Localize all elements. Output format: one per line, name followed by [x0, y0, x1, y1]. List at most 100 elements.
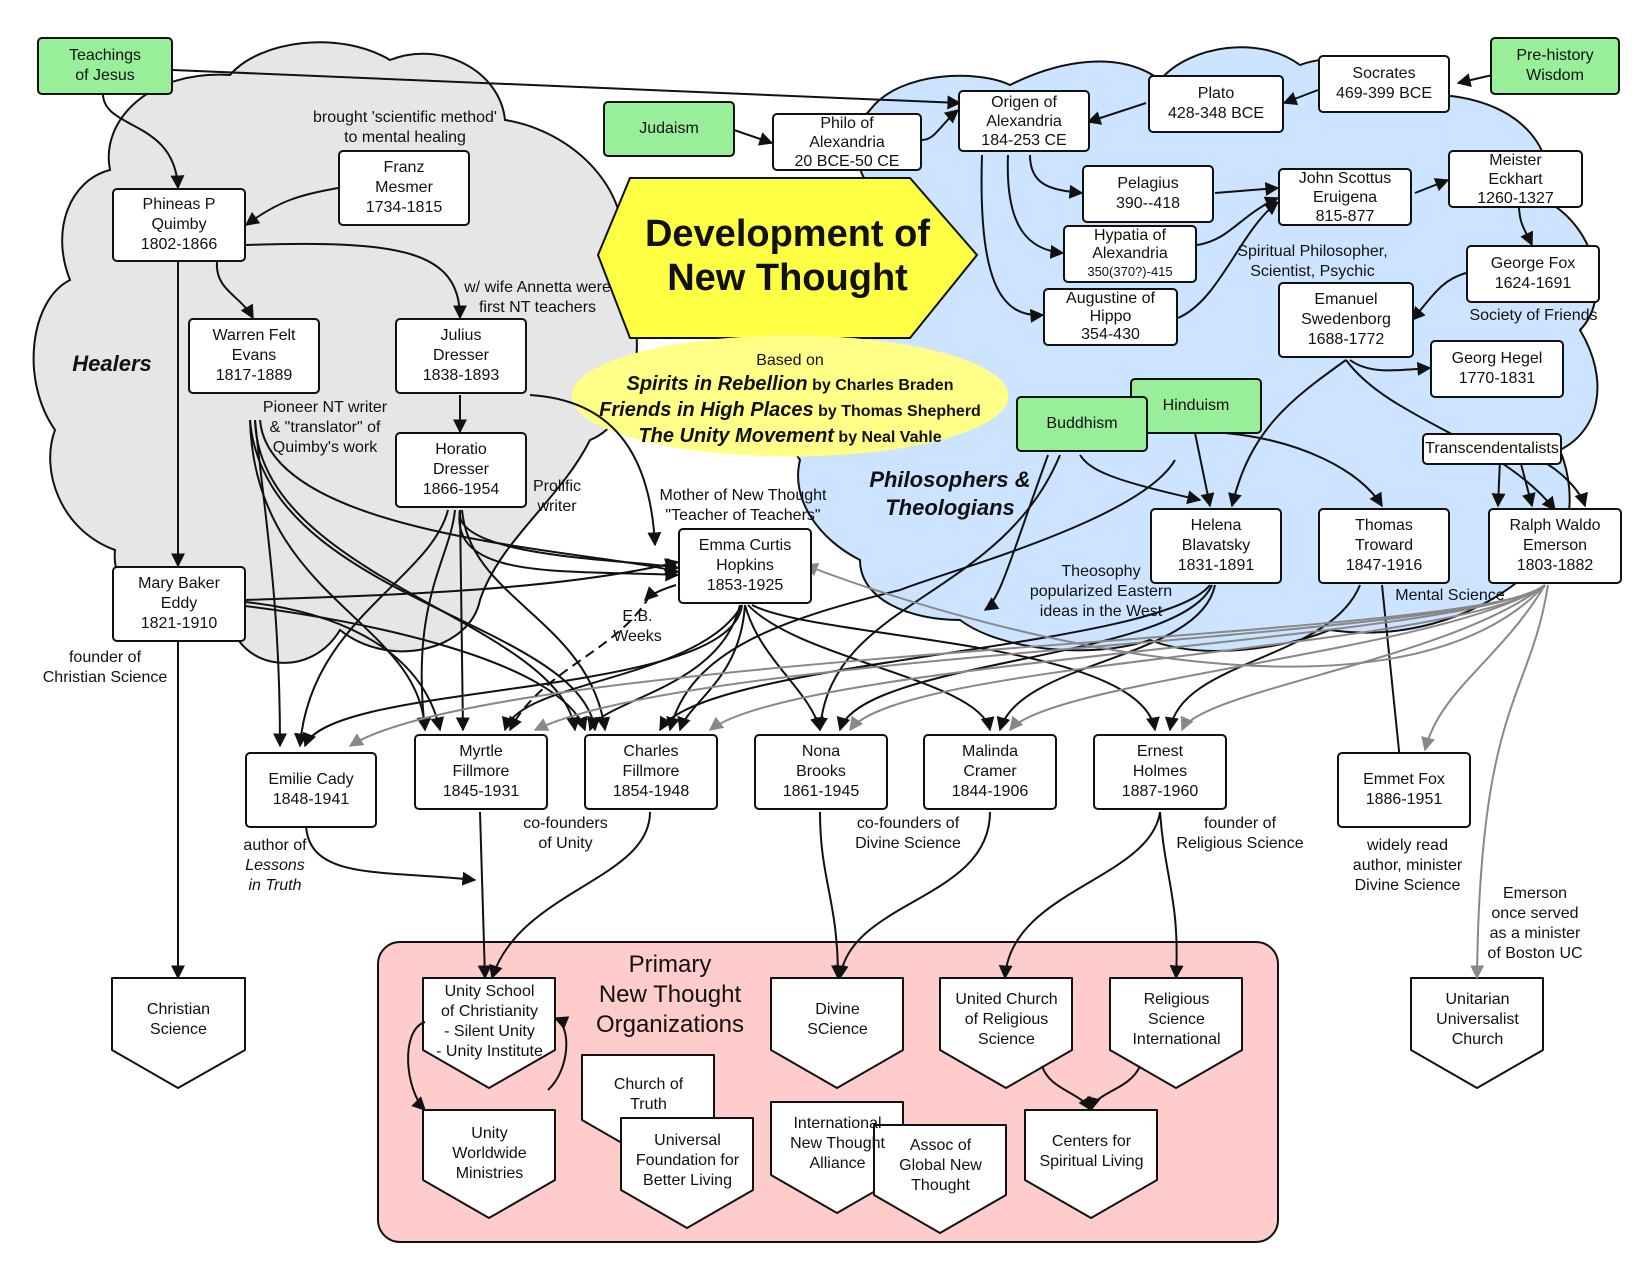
node-julius-dresser[interactable]: Julius Dresser 1838-1893: [395, 318, 527, 394]
book-title: Friends in High Places: [599, 399, 814, 421]
note-scientific-method: brought 'scientific method' to mental he…: [300, 108, 510, 148]
node-emerson[interactable]: Ralph Waldo Emerson 1803-1882: [1488, 508, 1622, 584]
node-transcendentalists[interactable]: Transcendentalists: [1422, 433, 1562, 465]
node-george-fox[interactable]: George Fox 1624-1691: [1466, 245, 1600, 303]
node-line: Fillmore: [452, 763, 510, 780]
note-line: Divine Science: [1354, 877, 1461, 894]
note-theosophy: Theosophy popularized Eastern ideas in t…: [1026, 562, 1176, 622]
org-assoc-global[interactable]: Assoc of Global New Thought: [874, 1136, 1007, 1196]
note-line: author of: [243, 837, 307, 854]
node-line: Augustine of: [1066, 290, 1155, 307]
node-line: Meister: [1489, 151, 1542, 169]
note-cs-founder: founder of Christian Science: [35, 648, 175, 688]
org-line: Science: [150, 1021, 207, 1038]
title-line-1: Development of: [644, 213, 931, 255]
node-judaism[interactable]: Judaism: [603, 101, 735, 157]
node-pelagius[interactable]: Pelagius 390--418: [1082, 165, 1214, 223]
org-rsi[interactable]: Religious Science International: [1110, 990, 1243, 1050]
shield-assoc-global: [873, 1124, 1007, 1234]
org-universal-foundation[interactable]: Universal Foundation for Better Living: [621, 1131, 754, 1191]
node-line: 1624-1691: [1494, 275, 1572, 292]
org-uu-church[interactable]: Unitarian Universalist Church: [1411, 990, 1544, 1050]
org-christian-science[interactable]: Christian Science: [112, 1000, 245, 1040]
note-line: in Truth: [248, 877, 302, 894]
node-nona-brooks[interactable]: Nona Brooks 1861-1945: [754, 734, 888, 810]
node-hopkins[interactable]: Emma Curtis Hopkins 1853-1925: [678, 528, 812, 604]
node-line: Holmes: [1132, 763, 1188, 780]
node-swedenborg[interactable]: Emanuel Swedenborg 1688-1772: [1278, 282, 1414, 358]
org-line: New Thought: [790, 1135, 885, 1152]
org-unity-worldwide[interactable]: Unity Worldwide Ministries: [423, 1124, 556, 1184]
note-weeks: E.B. Weeks: [610, 607, 665, 647]
node-plato[interactable]: Plato 428-348 BCE: [1148, 75, 1284, 133]
node-teachings-of-jesus[interactable]: Teachings of Jesus: [37, 37, 173, 95]
note-spiritual-philosopher: Spiritual Philosopher, Scientist, Psychi…: [1230, 242, 1395, 282]
shield-rsi: [1109, 977, 1243, 1089]
node-line: Philo of: [820, 114, 874, 132]
book-author: by Charles Braden: [812, 377, 954, 394]
note-line: of Boston UC: [1487, 945, 1583, 962]
node-troward[interactable]: Thomas Troward 1847-1916: [1318, 508, 1450, 584]
node-line: Phineas P: [142, 196, 216, 213]
org-line: Church of: [613, 1076, 684, 1093]
node-malinda-cramer[interactable]: Malinda Cramer 1844-1906: [923, 734, 1057, 810]
note-line: Quimby's work: [272, 439, 378, 456]
node-blavatsky[interactable]: Helena Blavatsky 1831-1891: [1150, 508, 1282, 584]
sources-list: Based on Spirits in Rebellion by Charles…: [575, 350, 1005, 450]
node-line: Myrtle: [459, 743, 503, 760]
org-intl-nt-alliance[interactable]: International New Thought Alliance: [771, 1114, 904, 1174]
note-line: Spiritual Philosopher,: [1237, 243, 1388, 260]
node-hinduism[interactable]: Hinduism: [1130, 378, 1262, 434]
note-line: Lessons: [245, 857, 305, 874]
note-line: & "translator" of: [269, 419, 381, 436]
node-line: 1886-1951: [1365, 791, 1443, 808]
node-line: Emmet Fox: [1363, 771, 1445, 788]
node-buddhism[interactable]: Buddhism: [1016, 396, 1148, 452]
node-hypatia[interactable]: Hypatia of Alexandria 350(370?)-415: [1063, 225, 1197, 283]
note-line: founder of: [68, 649, 142, 666]
note-line: co-founders: [523, 815, 608, 832]
node-eddy[interactable]: Mary Baker Eddy 1821-1910: [112, 566, 246, 642]
node-ernest-holmes[interactable]: Ernest Holmes 1887-1960: [1093, 734, 1227, 810]
org-church-of-truth[interactable]: Church of Truth: [582, 1075, 715, 1115]
org-united-church[interactable]: United Church of Religious Science: [940, 990, 1073, 1050]
node-origen[interactable]: Origen of Alexandria 184-253 CE: [958, 90, 1090, 152]
node-line: 350(370?)-415: [1087, 264, 1173, 279]
node-myrtle-fillmore[interactable]: Myrtle Fillmore 1845-1931: [414, 734, 548, 810]
node-line: 1734-1815: [365, 199, 443, 216]
node-line: 184-253 CE: [981, 131, 1067, 149]
node-cady[interactable]: Emilie Cady 1848-1941: [245, 752, 377, 828]
node-evans[interactable]: Warren Felt Evans 1817-1889: [188, 318, 320, 394]
node-prehistory-wisdom[interactable]: Pre-history Wisdom: [1490, 37, 1620, 95]
node-line: 1854-1948: [612, 783, 690, 800]
note-line: first NT teachers: [478, 299, 597, 316]
book-author: by Thomas Shepherd: [818, 403, 981, 420]
node-line: Quimby: [151, 216, 207, 233]
node-eriugena[interactable]: John Scottus Eruigena 815-877: [1278, 168, 1412, 226]
org-line: Universalist: [1436, 1011, 1519, 1028]
node-line: 1817-1889: [215, 367, 293, 384]
org-line: Religious: [1143, 991, 1210, 1008]
node-charles-fillmore[interactable]: Charles Fillmore 1854-1948: [584, 734, 718, 810]
node-socrates[interactable]: Socrates 469-399 BCE: [1318, 55, 1450, 113]
note-line: writer: [537, 498, 577, 515]
org-centers[interactable]: Centers for Spiritual Living: [1025, 1132, 1158, 1172]
node-emmet-fox[interactable]: Emmet Fox 1886-1951: [1337, 752, 1471, 828]
node-quimby[interactable]: Phineas P Quimby 1802-1866: [112, 188, 246, 262]
node-line: Hippo: [1089, 308, 1132, 325]
node-hegel[interactable]: Georg Hegel 1770-1831: [1430, 340, 1564, 398]
node-line: 1861-1945: [782, 783, 860, 800]
org-divine-science[interactable]: Divine SCience: [771, 1000, 904, 1040]
note-line: Religious Science: [1176, 835, 1304, 852]
node-line: Hopkins: [716, 557, 774, 574]
node-augustine[interactable]: Augustine of Hippo 354-430: [1043, 288, 1178, 346]
org-unity-school[interactable]: Unity School of Christianity - Silent Un…: [423, 982, 556, 1062]
node-line: Emanuel: [1314, 291, 1378, 308]
node-mesmer[interactable]: Franz Mesmer 1734-1815: [338, 150, 470, 226]
node-line: 1803-1882: [1516, 557, 1594, 574]
node-eckhart[interactable]: Meister Eckhart 1260-1327: [1448, 150, 1583, 208]
node-horatio-dresser[interactable]: Horatio Dresser 1866-1954: [395, 432, 527, 508]
node-philo[interactable]: Philo of Alexandria 20 BCE-50 CE: [772, 113, 922, 171]
cluster-label-philosophers: Philosophers & Theologians: [860, 466, 1040, 522]
node-line: Emerson: [1522, 537, 1588, 554]
